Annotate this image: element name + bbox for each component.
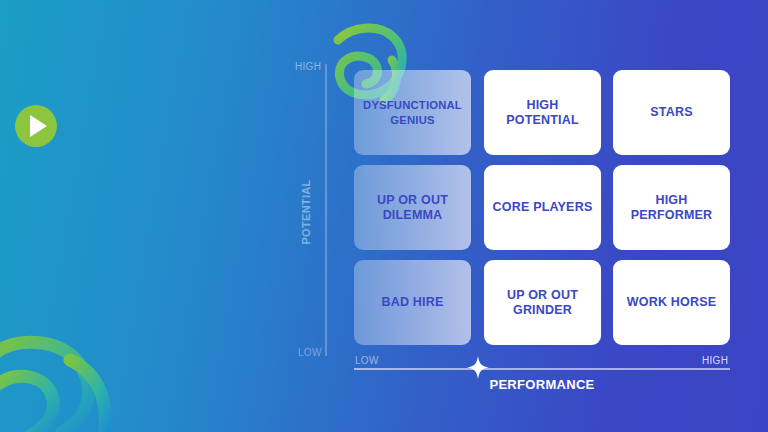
play-circle: [15, 105, 57, 147]
axis-end-label: LOW: [355, 355, 379, 366]
box-label: WORK HORSE: [627, 295, 717, 310]
grid-box: STARS: [613, 70, 730, 155]
box-label: BAD HIRE: [381, 295, 443, 310]
axis-end-label: LOW: [298, 347, 322, 358]
axis-end-label: HIGH: [702, 355, 728, 366]
grid-box: HIGH POTENTIAL: [484, 70, 601, 155]
grid-box: BAD HIRE: [354, 260, 471, 345]
box-label: HIGH POTENTIAL: [490, 98, 595, 128]
box-label: DYSFUNCTIONAL GENIUS: [360, 98, 465, 128]
swirl-corner: [0, 342, 105, 432]
box-label: STARS: [650, 105, 692, 120]
swirl-stroke: [70, 360, 105, 432]
grid-box: UP OR OUT DILEMMA: [354, 165, 471, 250]
box-label: UP OR OUT GRINDER: [490, 288, 595, 318]
grid-box: DYSFUNCTIONAL GENIUS: [354, 70, 471, 155]
sparkle-marker: [467, 356, 489, 379]
grid-box: WORK HORSE: [613, 260, 730, 345]
axis-title: PERFORMANCE: [489, 377, 594, 392]
x-axis: [354, 368, 730, 370]
axis-end-label: HIGH: [295, 61, 321, 72]
box-label: HIGH PERFORMER: [619, 193, 724, 223]
y-axis: [325, 64, 327, 356]
grid-box: HIGH PERFORMER: [613, 165, 730, 250]
play-triangle: [30, 115, 47, 137]
box-label: UP OR OUT DILEMMA: [360, 193, 465, 223]
grid-box: CORE PLAYERS: [484, 165, 601, 250]
play-icon: [15, 105, 57, 147]
axis-title: POTENTIAL: [300, 179, 312, 244]
grid-box: UP OR OUT GRINDER: [484, 260, 601, 345]
box-label: CORE PLAYERS: [493, 200, 593, 215]
swirl-stroke: [0, 376, 53, 432]
